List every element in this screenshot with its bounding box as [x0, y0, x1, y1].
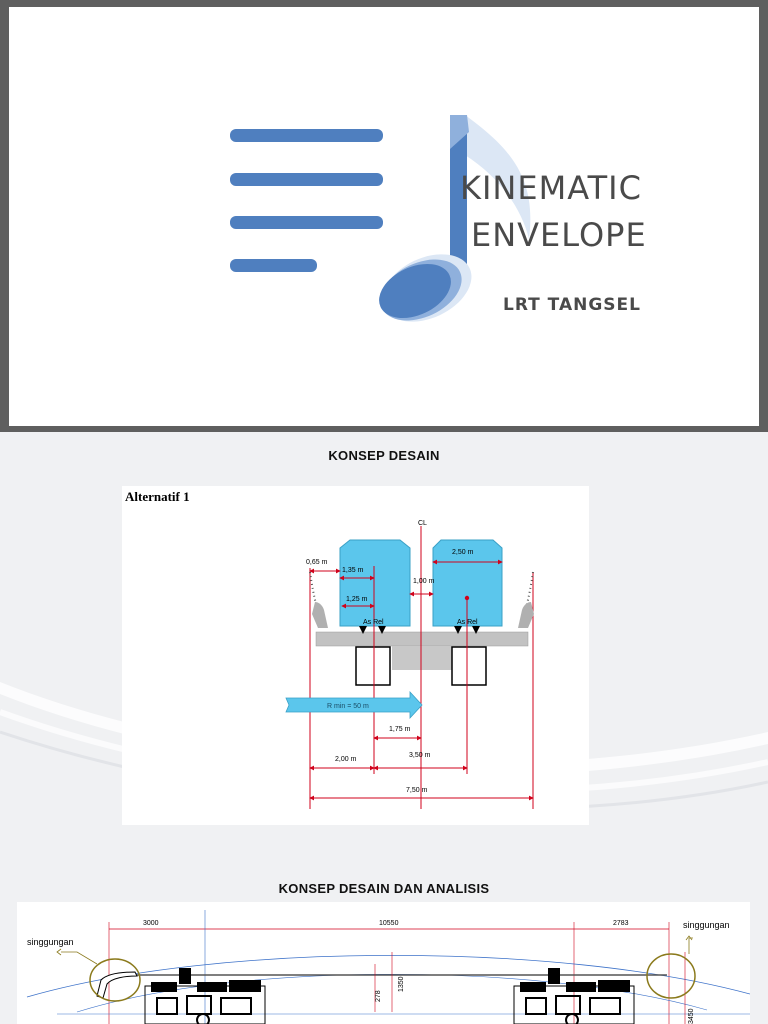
pier-box-left [355, 646, 391, 686]
singgungan-circle-right [646, 953, 696, 999]
dim-175-label: 1,75 m [389, 726, 411, 733]
as-rel-label-left: As Rel [363, 619, 384, 626]
dim-left: 3000 [143, 920, 159, 927]
analysis-drawing-svg: 3000 10550 2783 278 1350 3450 [26, 910, 750, 1024]
deck-slab [315, 631, 529, 647]
envelope-right [526, 571, 534, 605]
dim-100-label: 1,00 m [413, 578, 435, 585]
v-dim-1: 278 [375, 990, 382, 1002]
leader-left [61, 951, 98, 965]
music-note-list-icon [230, 115, 531, 322]
rmin-label: R min = 50 m [327, 703, 369, 710]
dim-135-label: 1,35 m [342, 567, 364, 574]
dim-350-label: 3,50 m [409, 752, 431, 759]
cl-label: CL [418, 520, 427, 527]
note-flag-light [450, 115, 531, 277]
alternatif-diagram: Alternatif 1 [122, 486, 589, 825]
slide-heading: KONSEP DESAIN [328, 448, 440, 463]
list-line-1 [230, 129, 383, 142]
slide-title-line-1: KINEMATIC [460, 169, 642, 207]
slide-title-line-2: ENVELOPE [471, 216, 647, 254]
dim-mid: 10550 [379, 920, 399, 927]
rmin-arrow [285, 690, 423, 720]
bogie-left [144, 968, 266, 1024]
envelope-left [309, 571, 317, 605]
singgungan-label-left: singgungan [27, 937, 74, 947]
as-rel-point [464, 595, 470, 601]
rail-marker-4 [472, 626, 480, 634]
v-dim-3: 3450 [688, 1008, 695, 1024]
dim-right: 2783 [613, 920, 629, 927]
singgungan-circle-left [89, 958, 141, 1002]
note-stem-highlight [450, 115, 469, 149]
figure-label: Alternatif 1 [125, 489, 190, 504]
analysis-drawing: 3000 10550 2783 278 1350 3450 [17, 902, 750, 1024]
rail-marker-1 [359, 626, 367, 634]
leader-right [688, 937, 693, 954]
singgungan-label-right: singgungan [683, 920, 730, 930]
konsep-desain-slide: KONSEP DESAIN Alternatif 1 [0, 432, 768, 866]
slide-heading: KONSEP DESAIN DAN ANALISIS [278, 881, 490, 896]
dim-200-label: 2,00 m [335, 756, 357, 763]
parapet-left [312, 602, 328, 628]
dim-125-label: 1,25 m [346, 596, 368, 603]
note-head [379, 263, 451, 319]
title-slide: KINEMATIC ENVELOPE LRT TANGSEL [0, 0, 768, 432]
list-line-3 [230, 216, 383, 229]
note-stem [450, 115, 467, 273]
rail-marker-2 [378, 626, 386, 634]
bogie-right [513, 968, 635, 1024]
list-line-4 [230, 259, 317, 272]
title-slide-canvas: KINEMATIC ENVELOPE LRT TANGSEL [9, 7, 759, 426]
parapet-hook-left [96, 971, 138, 999]
dim-065-label: 0,65 m [306, 559, 328, 566]
as-rel-label-right: As Rel [457, 619, 478, 626]
deck-girder [392, 646, 452, 670]
train-car-left [339, 539, 411, 627]
list-line-2 [230, 173, 383, 186]
rail-marker-3 [454, 626, 462, 634]
dim-750-label: 7,50 m [406, 787, 428, 794]
parapet-right [518, 602, 534, 628]
konsep-desain-analisis-slide: KONSEP DESAIN DAN ANALISIS 3000 10550 27… [0, 866, 768, 1024]
pier-box-right [451, 646, 487, 686]
v-dim-2: 1350 [398, 976, 405, 992]
cross-section-diagram: CL As Rel As Rel 0,65 m 1,35 m 1,25 m 1,… [285, 520, 534, 809]
slide-subtitle: LRT TANGSEL [503, 295, 641, 315]
dim-250-label: 2,50 m [452, 549, 474, 556]
